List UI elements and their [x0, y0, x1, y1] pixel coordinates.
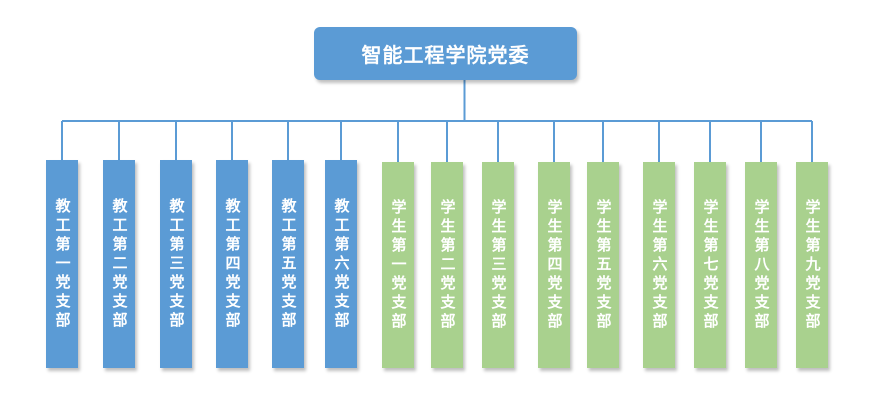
branch-node-label: 学生第六党支部: [650, 198, 669, 332]
branch-node-label: 教工第四党支部: [223, 197, 242, 331]
branch-node-label: 教工第二党支部: [110, 197, 129, 331]
branch-node-student-6: 学生第六党支部: [643, 162, 675, 368]
branch-node-label: 教工第五党支部: [279, 197, 298, 331]
branch-node-label: 教工第三党支部: [167, 197, 186, 331]
branch-node-teacher-6: 教工第六党支部: [325, 160, 357, 368]
branch-node-label: 学生第九党支部: [803, 198, 822, 332]
branch-node-label: 学生第二党支部: [438, 198, 457, 332]
branch-node-teacher-5: 教工第五党支部: [272, 160, 304, 368]
branch-node-student-8: 学生第八党支部: [745, 162, 777, 368]
branch-node-label: 教工第一党支部: [53, 197, 72, 331]
branch-node-label: 教工第六党支部: [332, 197, 351, 331]
branch-node-student-9: 学生第九党支部: [796, 162, 828, 368]
branch-node-student-7: 学生第七党支部: [694, 162, 726, 368]
branch-node-label: 学生第五党支部: [594, 198, 613, 332]
branch-node-label: 学生第八党支部: [752, 198, 771, 332]
branch-node-label: 学生第七党支部: [701, 198, 720, 332]
branch-node-student-5: 学生第五党支部: [587, 162, 619, 368]
branch-node-teacher-1: 教工第一党支部: [46, 160, 78, 368]
branch-node-student-1: 学生第一党支部: [382, 162, 414, 368]
branch-node-teacher-3: 教工第三党支部: [160, 160, 192, 368]
branch-node-teacher-4: 教工第四党支部: [216, 160, 248, 368]
branch-node-label: 学生第三党支部: [489, 198, 508, 332]
branch-node-student-3: 学生第三党支部: [482, 162, 514, 368]
root-node-party-committee: 智能工程学院党委: [314, 27, 577, 80]
branch-node-student-4: 学生第四党支部: [538, 162, 570, 368]
branch-node-teacher-2: 教工第二党支部: [103, 160, 135, 368]
branch-node-student-2: 学生第二党支部: [431, 162, 463, 368]
branch-node-label: 学生第一党支部: [389, 198, 408, 332]
root-node-label: 智能工程学院党委: [361, 43, 530, 67]
branch-node-label: 学生第四党支部: [545, 198, 564, 332]
